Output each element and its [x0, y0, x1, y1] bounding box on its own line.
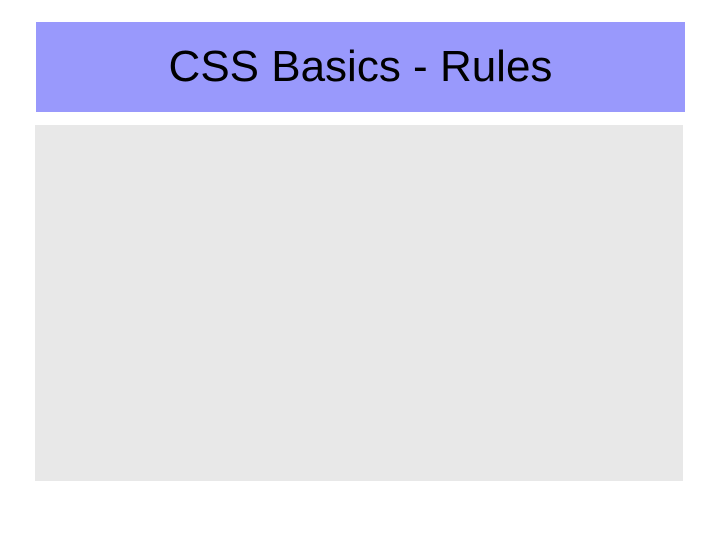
slide-title-bar: CSS Basics - Rules [36, 22, 685, 112]
slide-title: CSS Basics - Rules [168, 42, 553, 91]
slide-content-area [35, 125, 683, 481]
